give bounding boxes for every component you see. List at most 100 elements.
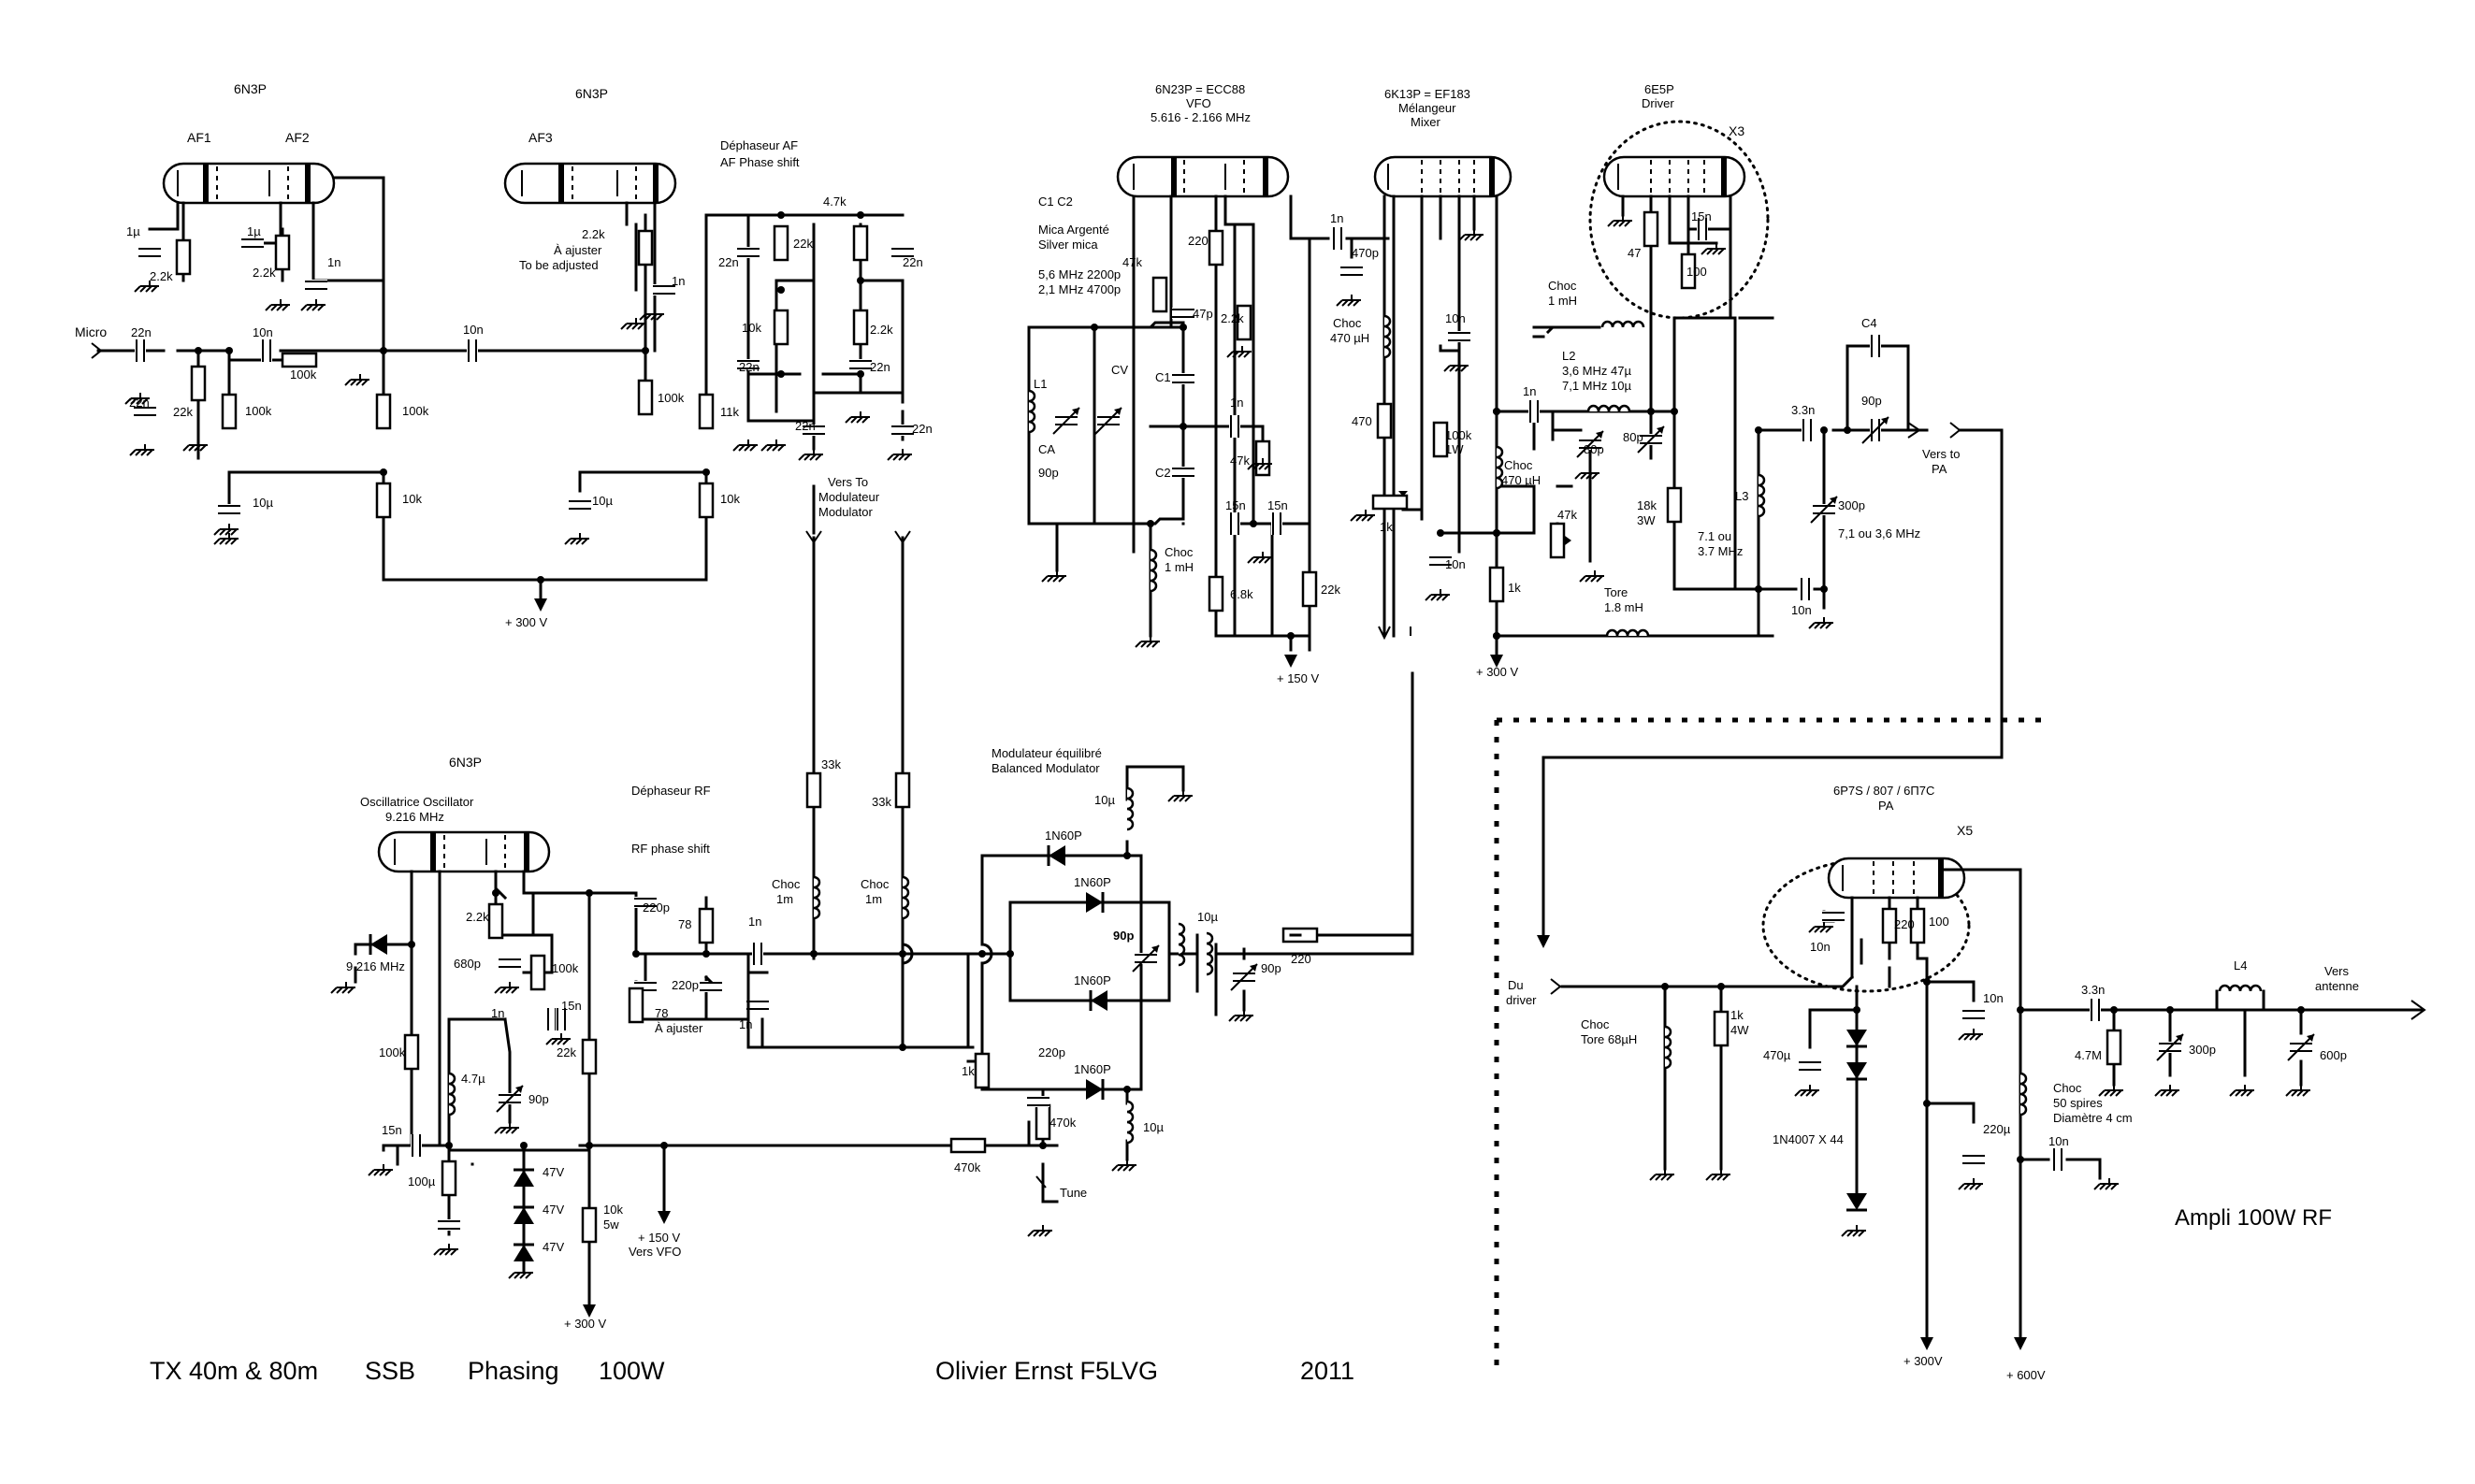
from-driver-1: Du bbox=[1508, 978, 1524, 992]
to-pa-1: Vers to bbox=[1922, 447, 1960, 461]
mod-choc-b-val: 1m bbox=[865, 892, 882, 906]
mod-c-90p-b: 90p bbox=[1261, 961, 1281, 975]
af-r-2k2b: 2.2k bbox=[253, 266, 276, 280]
driver-pot-47k: 47k bbox=[1557, 508, 1577, 522]
label-micro: Micro bbox=[75, 324, 107, 339]
mod-r-33k-b: 33k bbox=[872, 795, 891, 809]
driver-c-80p-a: 80p bbox=[1584, 442, 1604, 456]
mod-d1: 1N60P bbox=[1045, 828, 1082, 843]
pa-r-4m7: 4.7M bbox=[2075, 1048, 2102, 1062]
af-r-100k-b: 100k bbox=[402, 404, 429, 418]
balmod-en: Balanced Modulator bbox=[991, 761, 1100, 775]
mod-d2: 1N60P bbox=[1074, 875, 1111, 889]
mod-r-1k: 1k bbox=[962, 1064, 975, 1078]
pa-c-220u: 220µ bbox=[1983, 1122, 2011, 1136]
driver-r-100: 100 bbox=[1686, 265, 1707, 279]
rf-phase-en: RF phase shift bbox=[631, 842, 710, 856]
driver-c-10n: 10n bbox=[1791, 603, 1812, 617]
pa-choc-val: Tore 68µH bbox=[1581, 1032, 1637, 1046]
af-r-2k2a: 2.2k bbox=[150, 269, 173, 283]
rfps-r-78-b-adj: À ajuster bbox=[655, 1021, 703, 1035]
af-c-22n-4: 22n bbox=[870, 360, 890, 374]
pa-choc2-b: Diamètre 4 cm bbox=[2053, 1111, 2133, 1125]
driver-c-80p-b: 80p bbox=[1623, 430, 1643, 444]
from-driver-2: driver bbox=[1506, 993, 1537, 1007]
rfps-c-1n-b: 1n bbox=[739, 1017, 752, 1031]
driver-tank-circuit: C4 90p 3.3n L3 300p 7,1 ou 3,6 MHz 7.1 o… bbox=[1672, 316, 2004, 722]
osc-r-100k-a: 100k bbox=[552, 961, 579, 975]
balanced-modulator-section: 33k 33k Choc 1m Choc 1m Modulateur équil… bbox=[772, 671, 1414, 1237]
footer-ssb: SSB bbox=[365, 1357, 415, 1385]
mod-l-10u-a: 10µ bbox=[1094, 793, 1115, 807]
vfo-supply-label: + 150 V bbox=[1277, 671, 1320, 685]
tube-af3 bbox=[503, 162, 677, 205]
vfo-c-1n-a: 1n bbox=[1230, 396, 1243, 410]
vfo-c-47p: 47p bbox=[1193, 307, 1213, 321]
rf-phase-shift-section: Déphaseur RF RF phase shift 220p 78 220p… bbox=[628, 784, 970, 1049]
mod-d3: 1N60P bbox=[1074, 973, 1111, 987]
mod-r-470k-b: 470k bbox=[954, 1160, 981, 1174]
mixer-c-10n-b: 10n bbox=[1445, 557, 1466, 571]
mixer-pot-1k: 1k bbox=[1380, 520, 1393, 534]
osc-z-47-c: 47V bbox=[543, 1240, 564, 1254]
pa-diodes: 1N4007 X 44 bbox=[1773, 1132, 1844, 1146]
vfo-c1: C1 bbox=[1155, 370, 1171, 384]
af-adj-en: To be adjusted bbox=[519, 258, 599, 272]
footer: TX 40m & 80m SSB Phasing 100W Olivier Er… bbox=[150, 1357, 1354, 1385]
osc-l-4u7: 4.7µ bbox=[461, 1072, 485, 1086]
rfps-c-220p-b: 220p bbox=[672, 978, 699, 992]
vfo-r-22k: 22k bbox=[1321, 583, 1340, 597]
mixer-c-10n-a: 10n bbox=[1445, 311, 1466, 325]
osc-r-10k-w: 5w bbox=[603, 1217, 619, 1232]
osc-label-fr: Oscillatrice Oscillator bbox=[360, 795, 474, 809]
vfo-note-mica-en: Silver mica bbox=[1038, 238, 1098, 252]
oscillator-section: 6N3P Oscillatrice Oscillator 9.216 MHz 9… bbox=[330, 755, 1059, 1331]
tube-af1-af2 bbox=[162, 162, 336, 205]
af-r-100k-c: 100k bbox=[658, 391, 685, 405]
osc-c-90p: 90p bbox=[528, 1092, 549, 1106]
af-c-1u: 1µ bbox=[126, 224, 140, 238]
to-mod-3: Modulator bbox=[818, 505, 873, 519]
af-c-22n-6: 22n bbox=[912, 422, 933, 436]
driver-c-90p: 90p bbox=[1861, 394, 1882, 408]
rfps-r-78-b: 78 bbox=[655, 1006, 668, 1020]
mod-r-220: 220 bbox=[1291, 952, 1311, 966]
tube-vfo bbox=[1116, 155, 1290, 198]
mod-c-90p-a: 90p bbox=[1113, 929, 1134, 943]
af-c-22n-in: 22n bbox=[131, 325, 152, 339]
mixer-supply-label: + 300 V bbox=[1476, 665, 1519, 679]
vfo-r-220: 220 bbox=[1188, 234, 1209, 248]
pa-choc: Choc bbox=[1581, 1017, 1610, 1031]
vfo-cv: CV bbox=[1111, 363, 1128, 377]
af-r-10k-a: 10k bbox=[402, 492, 422, 506]
vfo-choc: Choc bbox=[1165, 545, 1194, 559]
to-antenna-1: Vers bbox=[2324, 964, 2350, 978]
driver-tore: Tore bbox=[1604, 585, 1628, 599]
osc-r-2k2: 2.2k bbox=[466, 910, 489, 924]
af-pot-100k: 100k bbox=[290, 367, 317, 382]
driver-c4: C4 bbox=[1861, 316, 1877, 330]
pa-c-470u: 470µ bbox=[1763, 1048, 1791, 1062]
mod-d4: 1N60P bbox=[1074, 1062, 1111, 1076]
af-c-10u-b: 10µ bbox=[592, 494, 613, 508]
to-pa-2: PA bbox=[1932, 462, 1947, 476]
mixer-choc-val: 470 µH bbox=[1330, 331, 1369, 345]
tube-pa-type: 6P7S / 807 / 6П7С bbox=[1833, 784, 1934, 798]
label-af3: AF3 bbox=[528, 130, 553, 145]
tube-vfo-range: 5.616 - 2.166 MHz bbox=[1151, 110, 1251, 124]
vfo-ca: CA bbox=[1038, 442, 1055, 456]
label-af1: AF1 bbox=[187, 130, 211, 145]
pa-c-10n-g: 10n bbox=[1810, 940, 1831, 954]
vfo-r-47k-b: 47k bbox=[1230, 454, 1250, 468]
tube-pa-name: PA bbox=[1878, 799, 1894, 813]
af-amplifier-section: 6N3P 6N3P AF1 AF2 AF3 Déphaseur AF AF Ph… bbox=[75, 81, 933, 629]
label-af2: AF2 bbox=[285, 130, 310, 145]
af-c-22n-3: 22n bbox=[795, 419, 816, 433]
af-c-1n: 1n bbox=[327, 255, 340, 269]
af-r-10k-ps: 10k bbox=[742, 321, 761, 335]
osc-r-100k-b: 100k bbox=[379, 1045, 406, 1059]
driver-band-1: 7,1 ou 3,6 MHz bbox=[1838, 526, 1920, 540]
pa-section: 6P7S / 807 / 6П7С PA X5 10n 220 100 Du d… bbox=[1506, 784, 2426, 1382]
tube-driver-count: X3 bbox=[1729, 123, 1744, 138]
